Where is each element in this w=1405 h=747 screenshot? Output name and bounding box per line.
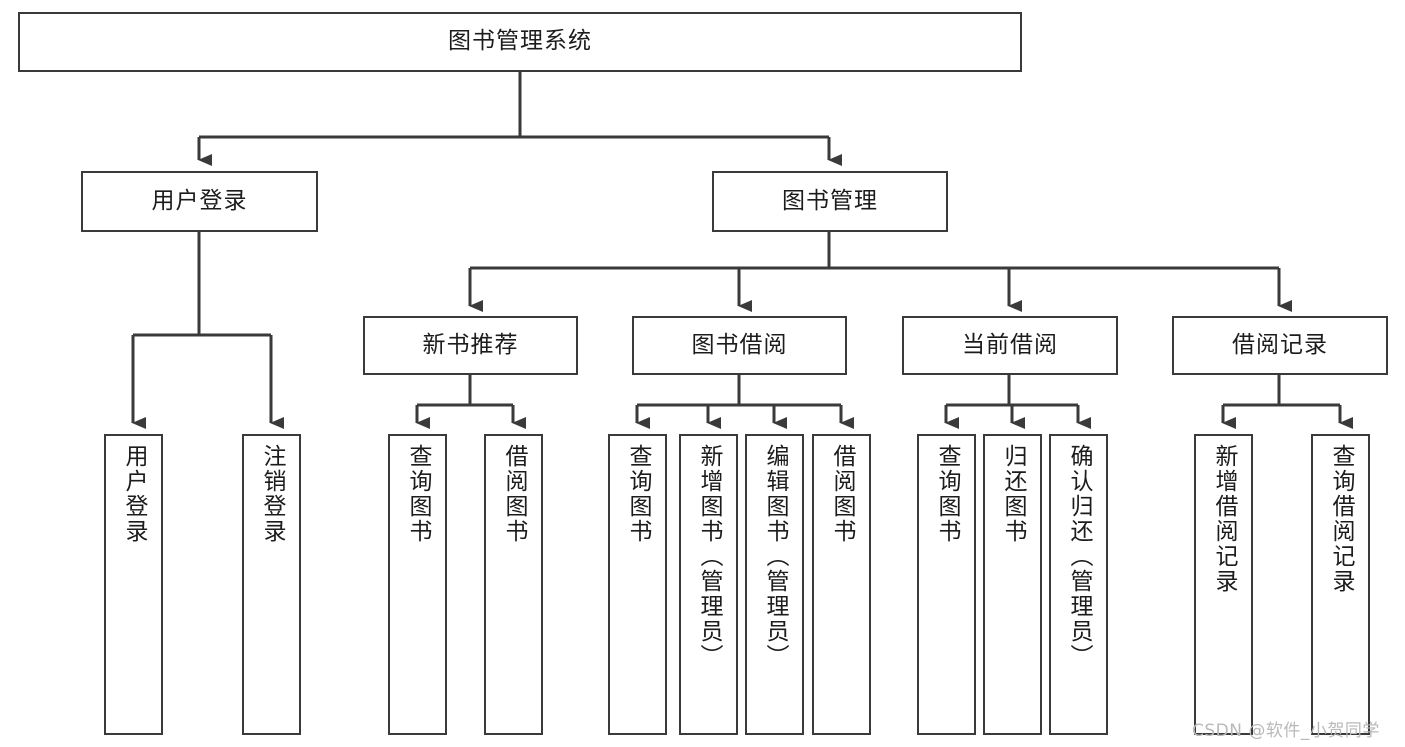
- node-leaf-borrow-book-1-label: 借阅图书: [501, 444, 527, 544]
- node-leaf-logout-login[interactable]: 注销登录: [242, 434, 301, 735]
- node-new-book-recommend-label: 新书推荐: [422, 331, 519, 358]
- node-book-borrow-label: 图书借阅: [691, 331, 788, 358]
- csdn-watermark: CSDN @软件_小贺同学: [1192, 721, 1380, 741]
- node-book-manage-label: 图书管理: [782, 187, 878, 214]
- node-leaf-confirm-return[interactable]: 确认归还（管理员）: [1049, 434, 1108, 735]
- node-leaf-edit-book[interactable]: 编辑图书（管理员）: [745, 434, 804, 735]
- node-leaf-add-record-label: 新增借阅记录: [1211, 444, 1237, 594]
- node-borrow-record-label: 借阅记录: [1232, 331, 1328, 358]
- node-leaf-query-book-3-label: 查询图书: [934, 444, 960, 544]
- node-leaf-confirm-return-label: 确认归还（管理员）: [1066, 444, 1092, 669]
- node-leaf-borrow-book-1[interactable]: 借阅图书: [484, 434, 543, 735]
- node-leaf-query-book-1[interactable]: 查询图书: [388, 434, 447, 735]
- node-new-book-recommend[interactable]: 新书推荐: [363, 316, 578, 375]
- node-user-login-label: 用户登录: [151, 187, 248, 214]
- node-leaf-query-record-label: 查询借阅记录: [1328, 444, 1354, 594]
- node-leaf-return-book[interactable]: 归还图书: [983, 434, 1042, 735]
- node-leaf-query-book-3[interactable]: 查询图书: [917, 434, 976, 735]
- node-current-borrow[interactable]: 当前借阅: [902, 316, 1118, 375]
- node-leaf-add-record[interactable]: 新增借阅记录: [1194, 434, 1253, 735]
- node-leaf-borrow-book-2[interactable]: 借阅图书: [812, 434, 871, 735]
- node-leaf-query-record[interactable]: 查询借阅记录: [1311, 434, 1370, 735]
- node-leaf-user-login[interactable]: 用户登录: [104, 434, 163, 735]
- node-leaf-add-book-label: 新增图书（管理员）: [696, 444, 722, 669]
- node-leaf-edit-book-label: 编辑图书（管理员）: [762, 444, 788, 669]
- node-borrow-record[interactable]: 借阅记录: [1172, 316, 1388, 375]
- node-root-label: 图书管理系统: [448, 28, 592, 55]
- node-book-manage[interactable]: 图书管理: [712, 171, 948, 232]
- node-leaf-borrow-book-2-label: 借阅图书: [829, 444, 855, 544]
- node-leaf-add-book[interactable]: 新增图书（管理员）: [679, 434, 738, 735]
- node-book-borrow[interactable]: 图书借阅: [632, 316, 847, 375]
- node-leaf-return-book-label: 归还图书: [1000, 444, 1026, 544]
- node-root[interactable]: 图书管理系统: [18, 12, 1022, 72]
- node-current-borrow-label: 当前借阅: [962, 331, 1058, 358]
- node-leaf-query-book-1-label: 查询图书: [405, 444, 431, 544]
- node-leaf-query-book-2-label: 查询图书: [625, 444, 651, 544]
- node-leaf-user-login-label: 用户登录: [121, 444, 147, 544]
- node-leaf-logout-login-label: 注销登录: [259, 444, 285, 544]
- node-leaf-query-book-2[interactable]: 查询图书: [608, 434, 667, 735]
- node-user-login[interactable]: 用户登录: [81, 171, 318, 232]
